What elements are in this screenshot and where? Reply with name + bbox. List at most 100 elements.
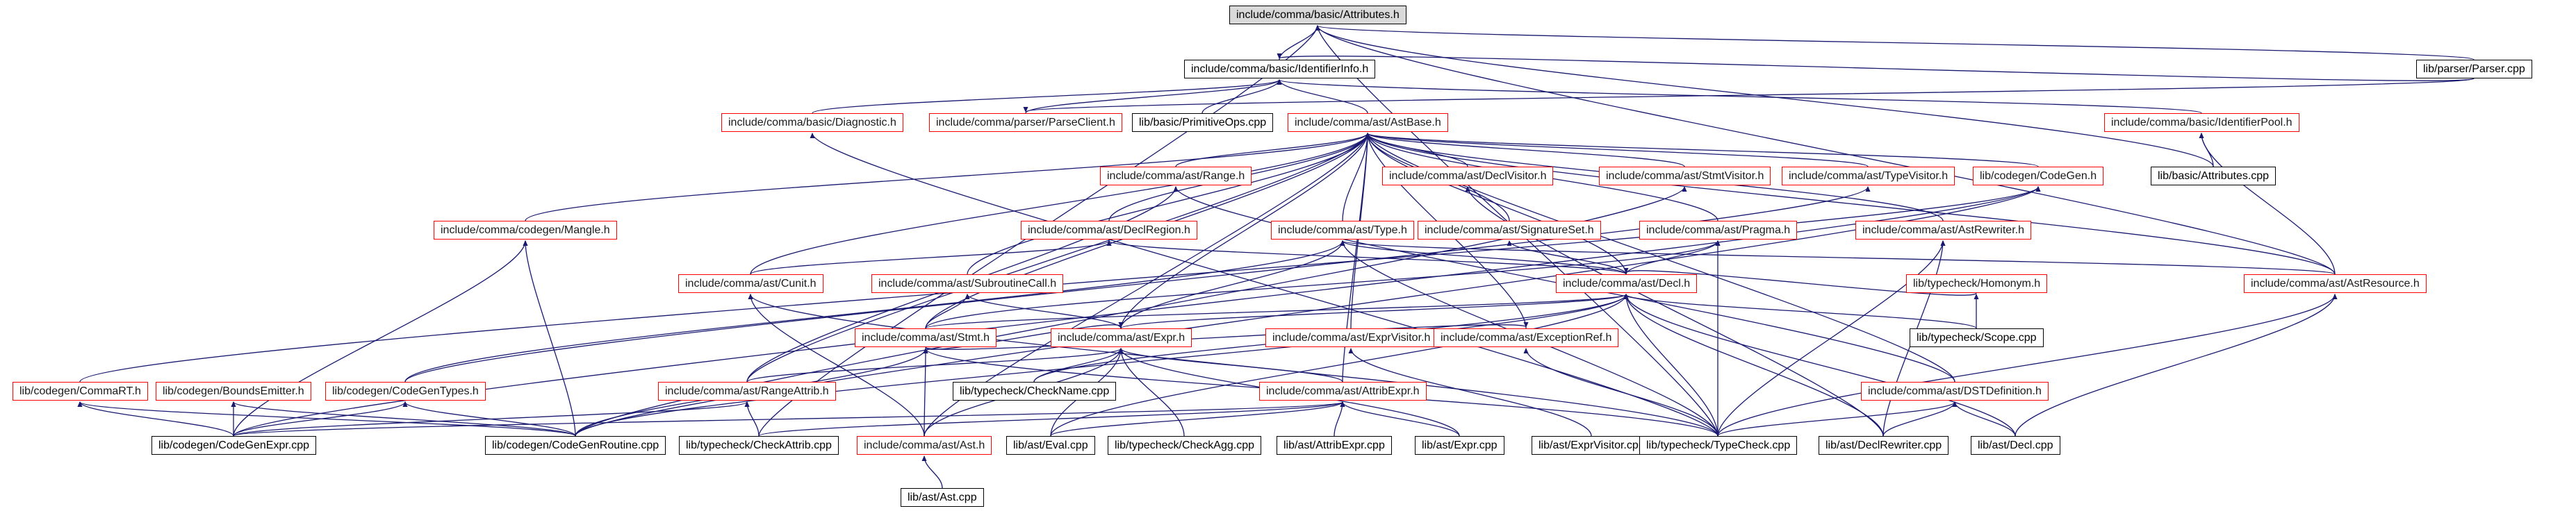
include-edge-identifierpool_h-to-identifierinfo_h <box>1277 79 2202 114</box>
include-edge-ast_h-to-stmt_h <box>923 348 928 437</box>
include-edge-expr_h-to-decl_h <box>1120 294 1629 329</box>
graph-node-attribexpr_h[interactable]: include/comma/ast/AttribExpr.h <box>1259 382 1427 401</box>
graph-node-homonym_h[interactable]: lib/typecheck/Homonym.h <box>1906 274 2048 293</box>
include-edge-astresource_h-to-astbase_h <box>1365 133 2336 275</box>
include-edge-decl_h-to-signatureset_h <box>1507 240 1627 275</box>
include-edge-rangeattrib_h-to-expr_h <box>746 348 1124 383</box>
include-edge-checkattrib_cpp-to-rangeattrib_h <box>744 401 760 437</box>
graph-node-identifierpool_h[interactable]: include/comma/basic/IdentifierPool.h <box>2104 113 2299 132</box>
include-edge-eval_cpp-to-attribexpr_h <box>1050 401 1345 437</box>
graph-node-checkname_cpp[interactable]: lib/typecheck/CheckName.cpp <box>953 382 1117 401</box>
include-edge-parseclient_h-to-identifierinfo_h <box>1025 79 1282 114</box>
graph-node-parser_cpp[interactable]: lib/parser/Parser.cpp <box>2416 60 2532 78</box>
include-edge-attribexpr_cpp-to-attribexpr_h <box>1334 401 1345 437</box>
include-edge-attribexpr_h-to-expr_h <box>1118 348 1343 383</box>
graph-node-pragma_h[interactable]: include/comma/ast/Pragma.h <box>1639 221 1798 240</box>
include-edge-ast_h-to-cunit_h <box>748 294 925 437</box>
include-edge-attribexpr_h-to-astbase_h <box>1342 133 1370 383</box>
include-edge-decl_cpp-to-astresource_h <box>2015 294 2338 437</box>
include-edge-codegenroutine_cpp-to-stmtvisitor_h <box>575 186 1687 437</box>
include-edge-decl_h-to-astbase_h <box>1365 133 1627 275</box>
graph-node-astbase_h[interactable]: include/comma/ast/AstBase.h <box>1288 113 1448 132</box>
graph-node-exceptionref_h[interactable]: include/comma/ast/ExceptionRef.h <box>1434 328 1619 347</box>
graph-node-codegentypes_h[interactable]: lib/codegen/CodeGenTypes.h <box>325 382 486 401</box>
include-edge-codegenexpr_cpp-to-codegen_h <box>233 186 2041 437</box>
include-edge-codegenexpr_cpp-to-mangle_h <box>233 240 528 437</box>
include-edge-scope_cpp-to-decl_h <box>1623 294 1977 329</box>
graph-node-exprvisitor_h[interactable]: include/comma/ast/ExprVisitor.h <box>1265 328 1438 347</box>
graph-node-attribexpr_cpp[interactable]: lib/ast/AttribExpr.cpp <box>1277 436 1392 455</box>
graph-node-parseclient_h[interactable]: include/comma/parser/ParseClient.h <box>929 113 1122 132</box>
graph-node-type_h[interactable]: include/comma/ast/Type.h <box>1271 221 1414 240</box>
include-edge-parser_cpp-to-attributes_h <box>1315 25 2475 60</box>
include-edge-codegenroutine_cpp-to-codegentypes_h <box>402 401 576 437</box>
include-edge-codegentypes_h-to-typevisitor_h <box>404 186 1871 383</box>
include-edge-codegenroutine_cpp-to-commart_h <box>77 401 576 437</box>
graph-node-stmt_h[interactable]: include/comma/ast/Stmt.h <box>855 328 997 347</box>
graph-node-mangle_h[interactable]: include/comma/codegen/Mangle.h <box>434 221 617 240</box>
include-edge-identifierinfo_h-to-attributes_h <box>1279 25 1320 60</box>
include-edge-primitiveops_cpp-to-identifierinfo_h <box>1201 79 1282 114</box>
graph-node-expr_cpp[interactable]: lib/ast/Expr.cpp <box>1415 436 1504 455</box>
graph-node-ast_h[interactable]: include/comma/ast/Ast.h <box>857 436 992 455</box>
include-edge-typecheck_cpp-to-dstdefinition_h <box>1717 401 1958 437</box>
include-edge-declrewriter_cpp-to-decl_h <box>1623 294 1884 437</box>
graph-node-ast_cpp[interactable]: lib/ast/Ast.cpp <box>901 488 984 507</box>
graph-node-diagnostic_h[interactable]: include/comma/basic/Diagnostic.h <box>721 113 903 132</box>
include-edge-stmt_h-to-exceptionref_h <box>925 321 1529 350</box>
include-edge-codegentypes_h-to-type_h <box>404 240 1345 383</box>
include-edge-ast_cpp-to-ast_h <box>921 455 943 489</box>
graph-node-exprvisitor_cpp[interactable]: lib/ast/ExprVisitor.cpp <box>1532 436 1652 455</box>
graph-node-typecheck_cpp[interactable]: lib/typecheck/TypeCheck.cpp <box>1639 436 1798 455</box>
include-edge-decl_cpp-to-decl_h <box>1623 294 2016 437</box>
graph-node-eval_cpp[interactable]: lib/ast/Eval.cpp <box>1006 436 1095 455</box>
graph-node-attributes_h[interactable]: include/comma/basic/Attributes.h <box>1229 6 1406 24</box>
graph-node-astresource_h[interactable]: include/comma/ast/AstResource.h <box>2244 274 2427 293</box>
graph-node-cunit_h[interactable]: include/comma/ast/Cunit.h <box>678 274 823 293</box>
graph-node-signatureset_h[interactable]: include/comma/ast/SignatureSet.h <box>1418 221 1601 240</box>
include-edge-expr_cpp-to-attribexpr_h <box>1340 401 1460 437</box>
graph-node-checkagg_cpp[interactable]: lib/typecheck/CheckAgg.cpp <box>1108 436 1261 455</box>
graph-node-codegenexpr_cpp[interactable]: lib/codegen/CodeGenExpr.cpp <box>151 436 317 455</box>
include-edge-declrewriter_cpp-to-dstdefinition_h <box>1882 401 1958 437</box>
graph-node-dstdefinition_h[interactable]: include/comma/ast/DSTDefinition.h <box>1861 382 2049 401</box>
graph-node-declregion_h[interactable]: include/comma/ast/DeclRegion.h <box>1021 221 1197 240</box>
graph-node-subroutinecall_h[interactable]: include/comma/ast/SubroutineCall.h <box>871 274 1064 293</box>
include-edge-dstdefinition_h-to-astbase_h <box>1365 133 1955 383</box>
graph-node-decl_h[interactable]: include/comma/ast/Decl.h <box>1556 274 1698 293</box>
graph-node-commart_h[interactable]: lib/codegen/CommaRT.h <box>13 382 148 401</box>
graph-node-astrewriter_h[interactable]: include/comma/ast/AstRewriter.h <box>1855 221 2031 240</box>
include-edge-codegenexpr_cpp-to-codegentypes_h <box>233 401 408 437</box>
include-edge-stmt_h-to-decl_h <box>925 294 1629 329</box>
graph-node-decl_cpp[interactable]: lib/ast/Decl.cpp <box>1971 436 2060 455</box>
graph-node-stmtvisitor_h[interactable]: include/comma/ast/StmtVisitor.h <box>1599 167 1771 185</box>
graph-node-rangeattrib_h[interactable]: include/comma/ast/RangeAttrib.h <box>658 382 836 401</box>
graph-node-primitiveops_cpp[interactable]: lib/basic/PrimitiveOps.cpp <box>1132 113 1274 132</box>
include-edge-typecheck_cpp-to-astrewriter_h <box>1717 240 1946 437</box>
include-edge-parser_cpp-to-identifierinfo_h <box>1277 53 2475 81</box>
graph-node-identifierinfo_h[interactable]: include/comma/basic/IdentifierInfo.h <box>1184 60 1376 78</box>
graph-node-codegenroutine_cpp[interactable]: lib/codegen/CodeGenRoutine.cpp <box>485 436 666 455</box>
graph-node-boundsemitter_h[interactable]: lib/codegen/BoundsEmitter.h <box>156 382 311 401</box>
graph-node-checkattrib_cpp[interactable]: lib/typecheck/CheckAttrib.cpp <box>679 436 839 455</box>
include-edge-decl_h-to-pragma_h <box>1625 240 1721 275</box>
include-edge-mangle_h-to-astbase_h <box>525 133 1370 221</box>
include-edge-checkattrib_cpp-to-attribexpr_h <box>758 401 1345 437</box>
include-edge-decl_cpp-to-dstdefinition_h <box>1952 401 2016 437</box>
graph-node-scope_cpp[interactable]: lib/typecheck/Scope.cpp <box>1910 328 2044 347</box>
include-edge-astresource_h-to-type_h <box>1340 240 2336 275</box>
graph-node-typevisitor_h[interactable]: include/comma/ast/TypeVisitor.h <box>1782 167 1955 185</box>
include-edge-range_h-to-astbase_h <box>1175 133 1370 167</box>
include-edge-attributes_cpp-to-attributes_h <box>1315 25 2214 167</box>
include-edge-astresource_h-to-identifierpool_h <box>2199 133 2336 275</box>
graph-node-declvisitor_h[interactable]: include/comma/ast/DeclVisitor.h <box>1382 167 1554 185</box>
include-edge-typecheck_cpp-to-diagnostic_h <box>810 133 1718 437</box>
graph-node-attributes_cpp[interactable]: lib/basic/Attributes.cpp <box>2151 167 2276 185</box>
graph-node-declrewriter_cpp[interactable]: lib/ast/DeclRewriter.cpp <box>1819 436 1949 455</box>
graph-node-range_h[interactable]: include/comma/ast/Range.h <box>1100 167 1252 185</box>
graph-node-expr_h[interactable]: include/comma/ast/Expr.h <box>1051 328 1192 347</box>
include-edge-checkname_cpp-to-expr_h <box>1033 348 1124 383</box>
include-edge-cunit_h-to-astbase_h <box>750 133 1370 275</box>
graph-node-codegen_h[interactable]: lib/codegen/CodeGen.h <box>1973 167 2104 185</box>
